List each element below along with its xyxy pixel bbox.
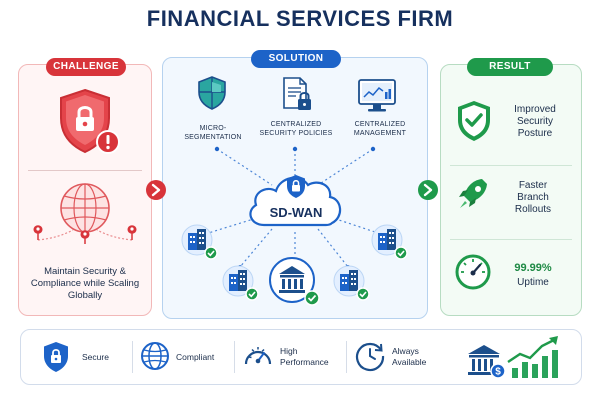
page-title: FINANCIAL SERVICES FIRM [146,6,454,31]
arrow-right-icon [146,180,166,200]
branch-building-icon [222,265,259,301]
benefit-secure: Secure [82,352,109,362]
benefit-separator [234,341,235,373]
branch-building-icon [181,224,218,260]
svg-text:$: $ [495,367,501,378]
feature-label-micro-segmentation: MICRO-SEGMENTATION [184,125,242,141]
branch-building-icon [333,265,370,301]
feature-label-centralized-management: CENTRALIZED MANAGEMENT [353,121,407,137]
shield-lock-icon [287,175,305,198]
bank-growth-icon: $ [468,336,558,379]
headquarters-bank-icon [269,257,320,306]
challenge-badge: CHALLENGE [46,58,126,76]
gauge-icon [244,347,272,365]
challenge-divider [28,170,142,171]
shield-lock-alert-icon [60,88,120,154]
benefit-always-available: Always Available [392,346,427,367]
clock-icon [356,342,385,372]
result-improved-security: Improved Security Posture [514,104,556,139]
globe-icon [141,342,169,370]
cloud-icon [249,176,342,227]
solution-badge: SOLUTION [251,50,341,68]
result-divider [450,165,572,166]
result-divider [450,239,572,240]
result-badge: RESULT [467,58,553,76]
sd-wan-hub-label: SD-WAN [269,205,323,220]
monitor-chart-icon [358,79,396,112]
result-uptime-label: Uptime [517,277,549,288]
feature-label-centralized-security-policies: CENTRALIZED SECURITY POLICIES [259,121,333,137]
result-faster-rollouts: Faster Branch Rollouts [514,180,552,215]
speedometer-icon [455,254,491,290]
benefit-high-performance: High Performance [280,346,329,367]
global-network-icon [33,183,137,244]
shield-lock-icon [44,342,68,372]
benefit-separator [346,341,347,373]
rocket-icon [459,179,487,208]
document-lock-icon [283,77,311,110]
shield-icon [198,76,226,110]
arrow-right-icon [418,180,438,200]
result-uptime-value: 99.99% [514,262,552,274]
challenge-text: Maintain Security & Compliance while Sca… [30,266,140,301]
branch-building-icon [371,224,408,260]
benefit-compliant: Compliant [176,352,215,362]
shield-check-icon [458,101,490,141]
benefit-separator [132,341,133,373]
